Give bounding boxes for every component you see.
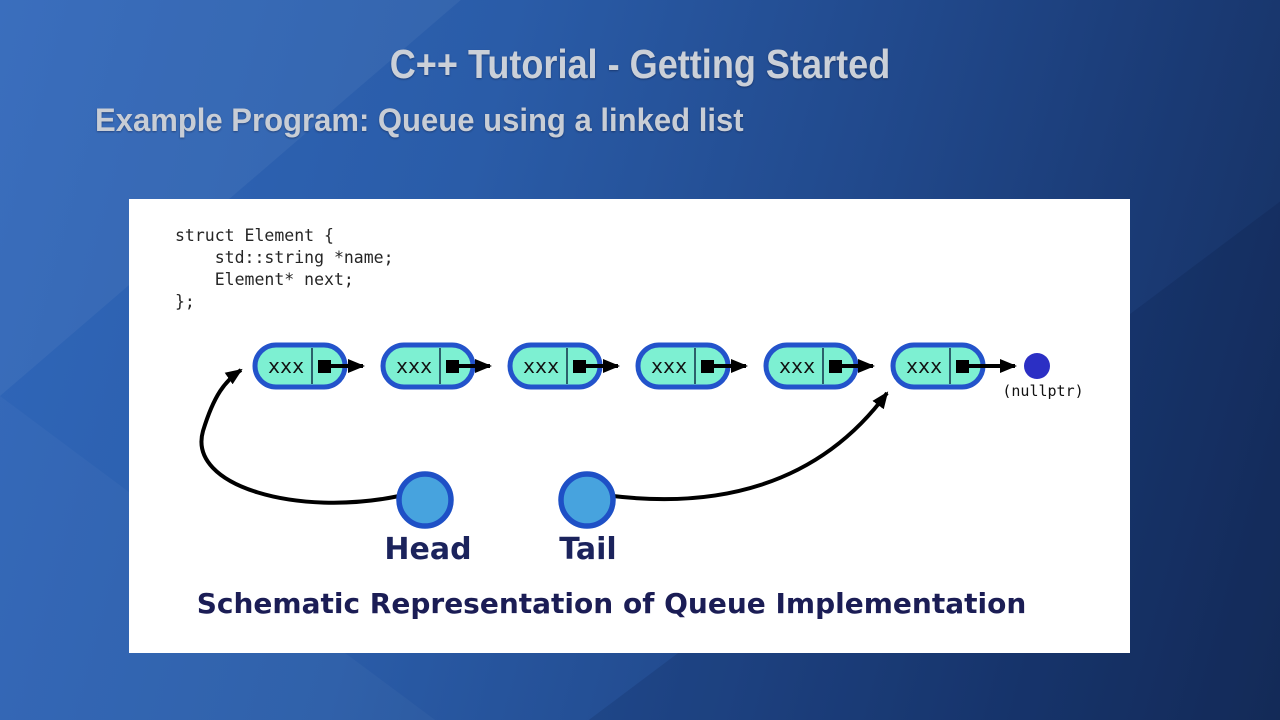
nullptr-label: (nullptr): [1002, 382, 1083, 400]
node-value: xxx: [651, 354, 687, 378]
head-pointer-circle: [396, 471, 454, 529]
node-value: xxx: [779, 354, 815, 378]
list-node-3: xxx: [507, 342, 603, 390]
slide-subtitle: Example Program: Queue using a linked li…: [95, 102, 744, 138]
node-value: xxx: [906, 354, 942, 378]
pointer-square: [829, 360, 842, 373]
code-snippet: struct Element { std::string *name; Elem…: [175, 225, 394, 313]
pointer-square: [956, 360, 969, 373]
next-pointer-arrows: [199, 359, 1017, 505]
tail-pointer-circle: [558, 471, 616, 529]
node-value: xxx: [523, 354, 559, 378]
list-node-5: xxx: [763, 342, 859, 390]
head-pointer-curve: [199, 368, 400, 505]
code-line: struct Element {: [175, 226, 334, 245]
pointer-square: [446, 360, 459, 373]
slide-title: C++ Tutorial - Getting Started: [389, 41, 891, 87]
list-node-4: xxx: [635, 342, 731, 390]
code-line: std::string *name;: [175, 248, 394, 267]
nullptr-circle: [1024, 353, 1050, 379]
code-line: };: [175, 292, 195, 311]
pointer-square: [573, 360, 586, 373]
content-panel: struct Element { std::string *name; Elem…: [129, 199, 1130, 653]
tail-pointer-curve: [612, 391, 889, 502]
code-line: Element* next;: [175, 270, 354, 289]
tail-label: Tail: [559, 532, 616, 567]
head-label: Head: [384, 532, 471, 567]
linked-list-diagram: xxx xxx xxx xxx xxx: [199, 342, 1084, 567]
node-value: xxx: [268, 354, 304, 378]
diagram-caption: Schematic Representation of Queue Implem…: [196, 587, 1027, 620]
node-value: xxx: [396, 354, 432, 378]
pointer-square: [701, 360, 714, 373]
pointer-square: [318, 360, 331, 373]
list-node-6: xxx: [890, 342, 986, 390]
